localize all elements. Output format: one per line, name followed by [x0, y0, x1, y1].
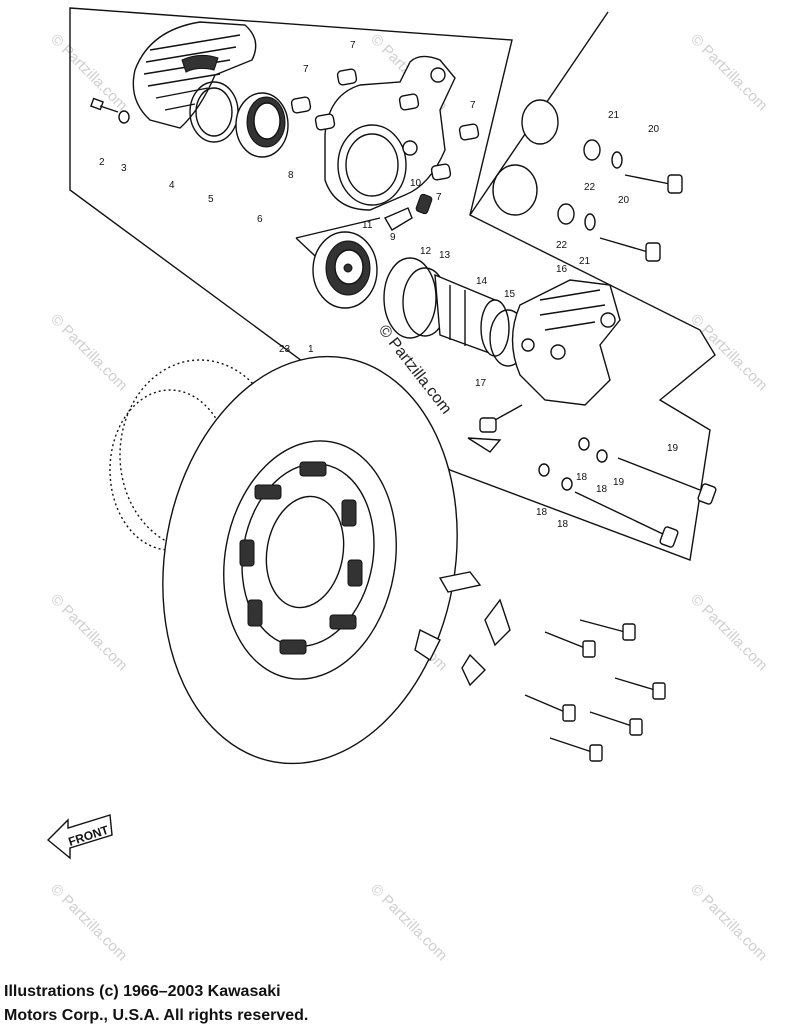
callout-label: 11	[362, 220, 373, 231]
caliper-half-part-16	[511, 279, 621, 406]
callout-label: 13	[439, 250, 451, 261]
watermark: © Partzilla.com	[367, 881, 450, 964]
callout-label: 7	[303, 64, 309, 75]
callout-label: 22	[584, 182, 596, 193]
watermark: © Partzilla.com	[47, 881, 130, 964]
watermark: © Partzilla.com	[47, 591, 130, 674]
watermark: © Partzilla.com	[687, 591, 770, 674]
callout-label: 19	[667, 443, 679, 454]
callout-label: 23	[279, 344, 291, 355]
lock-plate	[414, 571, 511, 687]
seal-part-12	[383, 257, 437, 339]
callout-label: 16	[556, 264, 568, 275]
callout-label: 1	[308, 344, 314, 355]
piston-part-11	[312, 231, 378, 309]
callout-label: 8	[288, 170, 294, 181]
callout-label: 9	[390, 232, 396, 243]
bolt-part-20	[599, 174, 683, 262]
callout-label: 5	[208, 194, 214, 205]
callout-label: 7	[470, 100, 476, 111]
callout-label: 3	[121, 163, 127, 174]
watermark: © Partzilla.com	[47, 31, 130, 114]
front-direction-arrow: FRONT	[46, 814, 113, 860]
pin-part-10	[415, 193, 433, 215]
callout-label: 7	[350, 40, 356, 51]
callout-label: 6	[257, 214, 263, 225]
callout-label: 2	[99, 157, 105, 168]
washer-part-22	[557, 139, 601, 225]
bolt-part-19	[574, 457, 717, 548]
callout-label: 20	[648, 124, 660, 135]
callout-label: 22	[556, 240, 568, 251]
callout-label: 21	[579, 256, 591, 267]
callout-label: 12	[420, 246, 432, 257]
bleeder-valve-part-17	[467, 404, 523, 453]
brake-disc-part-23	[109, 355, 458, 765]
brake-pad-part-4	[132, 21, 257, 129]
washer-part-18	[538, 437, 608, 491]
watermark: © Partzilla.com	[687, 311, 770, 394]
watermark: © Partzilla.com	[47, 311, 130, 394]
copyright-line: Motors Corp., U.S.A. All rights reserved…	[4, 1007, 309, 1024]
callout-label: 18	[576, 472, 588, 483]
clip-part-9	[383, 207, 413, 231]
caliper-boot	[492, 99, 559, 216]
callout-label: 18	[596, 484, 608, 495]
watermark: © Partzilla.com	[687, 31, 770, 114]
callout-label: 10	[410, 178, 422, 189]
callout-label: 21	[608, 110, 620, 121]
callout-label: 17	[475, 378, 487, 389]
washer-part-3	[118, 110, 130, 124]
callout-labels: 7 7 7 7 2 3 4 5 6 8 9 10 11 12 13 14 15 …	[99, 40, 679, 530]
washer-part-21	[584, 151, 623, 231]
callout-label: 7	[436, 192, 442, 203]
callout-label: 4	[169, 180, 175, 191]
disc-mounting-bolt	[524, 619, 666, 762]
leader-line	[295, 217, 381, 239]
copyright-notice: Illustrations (c) 1966–2003 Kawasaki Mot…	[4, 980, 524, 1028]
callout-label: 14	[476, 276, 488, 287]
callout-label: 20	[618, 195, 630, 206]
bushing-part-7	[290, 68, 480, 181]
callout-label: 18	[557, 519, 569, 530]
callout-label: 18	[536, 507, 548, 518]
caliper-body-part-8	[324, 55, 456, 211]
copyright-line: Illustrations (c) 1966–2003 Kawasaki	[4, 983, 281, 1000]
seal-ring-part-5	[189, 81, 239, 143]
callout-label: 19	[613, 477, 625, 488]
bolt-part-2	[90, 97, 119, 113]
piston-part-6	[235, 92, 289, 158]
callout-label: 15	[504, 289, 516, 300]
watermark: © Partzilla.com	[687, 881, 770, 964]
cylinder-part-14	[434, 273, 510, 357]
